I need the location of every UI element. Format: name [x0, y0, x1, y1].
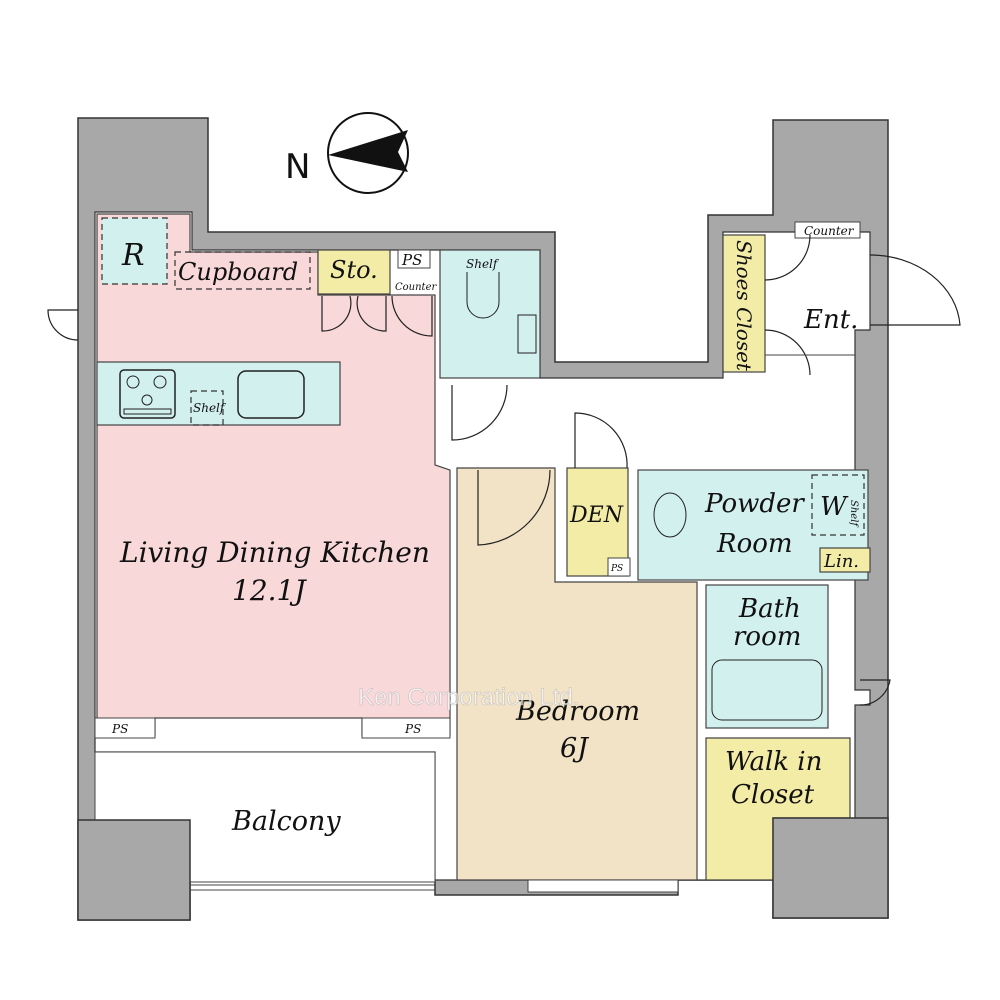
watermark: Ken Corporation Ltd.	[358, 684, 579, 711]
ps-label-den: PS	[610, 564, 623, 574]
bedroom	[456, 467, 698, 881]
storage	[317, 249, 391, 295]
shoes-closet	[722, 234, 766, 373]
linen-label: Lin.	[823, 551, 859, 572]
powder-room-label-2: Room	[716, 529, 793, 559]
ldk-label: Living Dining Kitchen	[119, 536, 430, 569]
pillar-bottom-right	[772, 817, 889, 919]
den-door	[574, 412, 628, 469]
bedroom-window	[527, 879, 679, 893]
shelf-label-washer: Shelf	[848, 500, 859, 528]
bathroom	[705, 584, 829, 729]
shelf-label-kitchen: Shelf	[193, 401, 227, 415]
side-door-left	[47, 309, 79, 341]
shelf-label-toilet: Shelf	[466, 257, 500, 271]
sink-icon	[237, 370, 305, 419]
toilet-icon	[466, 272, 500, 319]
refrigerator-space	[101, 217, 168, 285]
balcony-pillar	[77, 819, 191, 921]
bathroom-label-1: Bath	[738, 594, 801, 624]
kitchen-shelf	[190, 390, 224, 426]
side-door-right	[859, 679, 891, 706]
entrance-label: Ent.	[803, 305, 858, 335]
shoes-closet-label: Shoes Closet	[732, 240, 756, 372]
refrigerator-label: R	[121, 238, 145, 273]
storage-label: Sto.	[330, 256, 378, 284]
counter-label-kitchen: Counter	[395, 282, 437, 293]
toilet-sink-icon	[517, 314, 537, 354]
counter-box	[794, 221, 861, 239]
entrance-doors	[764, 234, 961, 376]
storage-doors	[321, 295, 433, 337]
washer-space	[811, 474, 865, 536]
ps-label-right: PS	[404, 722, 421, 736]
den-label: DEN	[569, 503, 624, 528]
ldk-size: 12.1J	[232, 574, 307, 607]
ps-box-left	[94, 717, 156, 739]
linen-closet	[819, 547, 871, 573]
balcony-label: Balcony	[231, 806, 341, 837]
ps-box-den	[607, 557, 631, 577]
ps-label-left: PS	[111, 722, 128, 736]
walk-in-closet-label-2: Closet	[731, 780, 815, 810]
walk-in-closet-label-1: Walk in	[725, 747, 822, 777]
ps-box-top	[397, 249, 431, 269]
stove-icon	[119, 369, 176, 419]
powder-room-label-1: Powder	[704, 489, 805, 519]
ps-label-top: PS	[401, 251, 422, 269]
bathtub-icon	[711, 659, 823, 721]
bedroom-label: Bedroom	[515, 696, 640, 727]
washbasin-icon	[653, 492, 687, 538]
north-label: N	[285, 147, 310, 187]
bedroom-door	[477, 469, 551, 546]
bedroom-size: 6J	[560, 733, 590, 764]
counter-label-entrance: Counter	[804, 224, 855, 238]
toilet-room	[439, 249, 541, 379]
cupboard-label: Cupboard	[178, 258, 298, 286]
bathroom-label-2: room	[733, 622, 801, 652]
ps-box-right	[361, 717, 451, 739]
cupboard	[174, 251, 311, 290]
north-arrow-icon	[328, 130, 408, 172]
washer-label: W	[820, 492, 849, 522]
toilet-door	[451, 384, 508, 441]
compass: N	[285, 112, 409, 194]
